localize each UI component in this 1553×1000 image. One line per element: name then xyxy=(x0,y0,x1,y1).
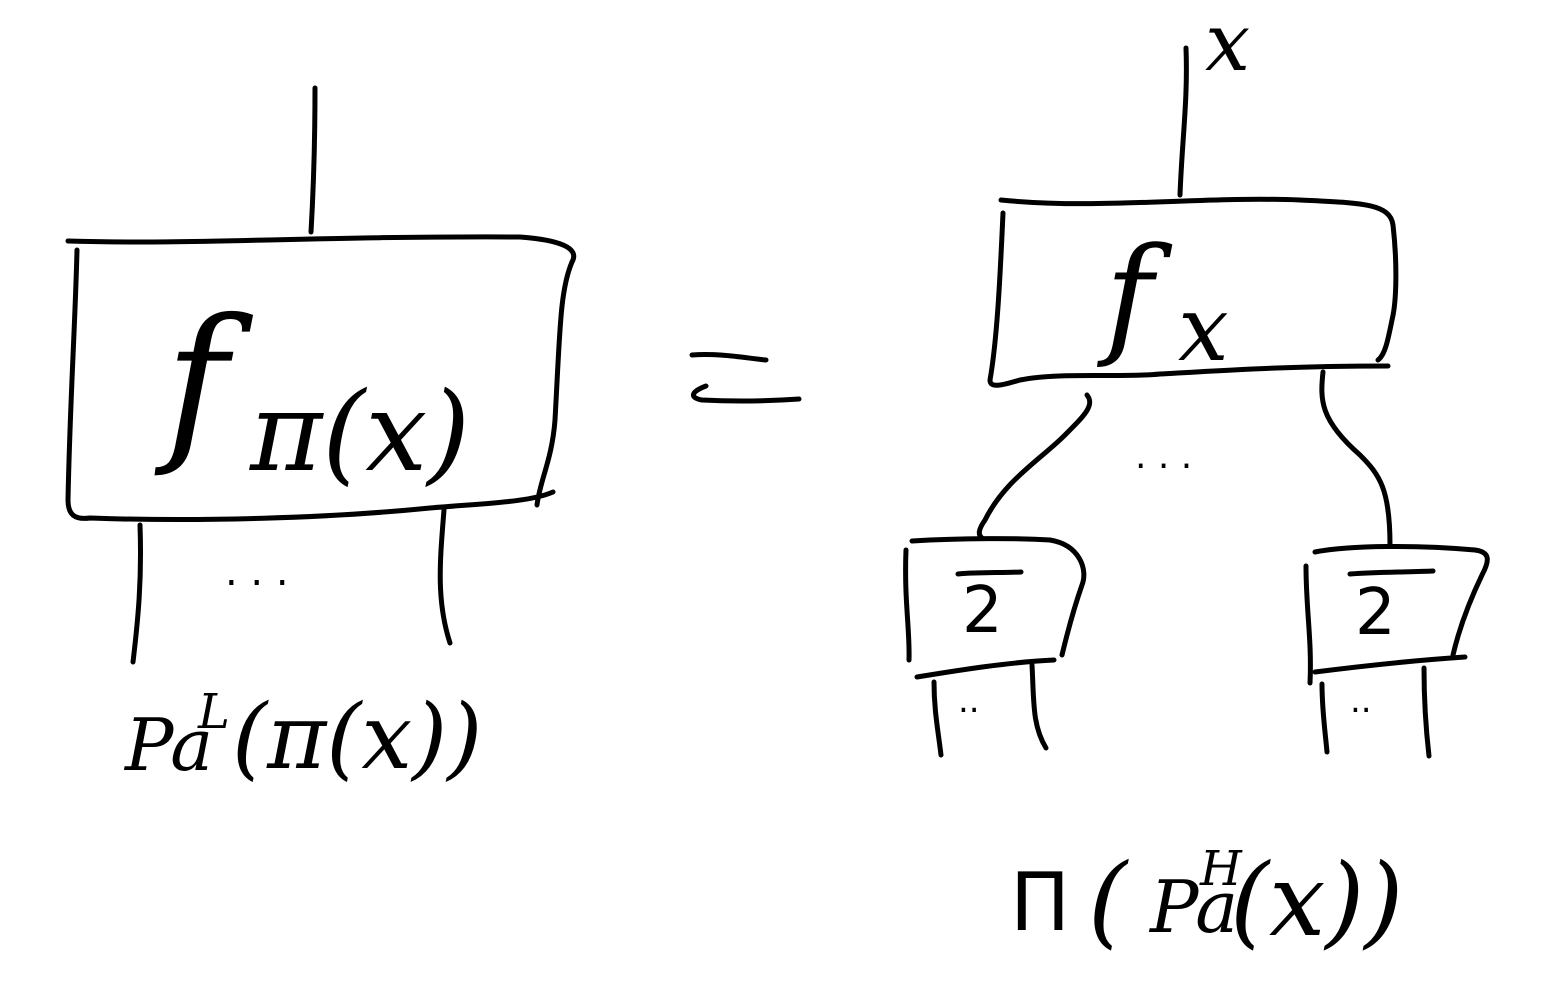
right-main-box xyxy=(987,196,1399,388)
right-subbox-left-wire-1 xyxy=(931,679,944,758)
equals-top-bar xyxy=(689,352,769,363)
right-bottom-label-arg-tail: (x)) xyxy=(1230,842,1403,959)
left-box xyxy=(65,234,577,523)
right-subbox-right-label: 2 xyxy=(1355,576,1396,650)
right-subbox-right-wire-2 xyxy=(1421,665,1432,759)
left-bottom-label-arg: (π(x)) xyxy=(232,685,482,790)
right-output-wire xyxy=(1177,45,1189,198)
right-bottom-label-main: Π xyxy=(1010,856,1070,949)
right-bottom-label-paren: ( xyxy=(1088,842,1129,959)
right-subbox-left-label: 2 xyxy=(962,574,1003,648)
left-diagram: f π(x) . . . Pa L (π(x)) xyxy=(65,85,577,790)
right-output-wire-label: x xyxy=(1205,0,1250,89)
right-wire-left xyxy=(976,392,1093,541)
equals-sign: = xyxy=(689,352,802,404)
right-subbox-left xyxy=(903,536,1087,680)
left-box-label: f xyxy=(154,283,254,481)
right-bottom-label-arg-main: Pa xyxy=(1148,865,1238,949)
left-box-subscript: π(x) xyxy=(249,368,470,496)
equals-bottom-bar xyxy=(691,383,802,404)
right-subbox-left-ellipsis: .. xyxy=(958,681,980,721)
right-wire-right xyxy=(1319,369,1393,548)
left-input-wire-1 xyxy=(130,522,144,665)
right-subbox-left-bar xyxy=(955,569,1024,577)
right-main-box-label: f xyxy=(1097,219,1173,371)
right-subbox-right-bar xyxy=(1347,568,1436,577)
left-bottom-label-superscript: L xyxy=(197,684,230,740)
right-subbox-left-wire-2 xyxy=(1029,662,1049,751)
right-subbox-right-wire-1 xyxy=(1319,681,1330,755)
right-bottom-label-arg-superscript: H xyxy=(1199,841,1243,897)
left-output-wire xyxy=(308,85,318,235)
left-ellipsis: . . . xyxy=(225,549,289,595)
left-bottom-label-main: Pa xyxy=(123,703,213,787)
right-main-box-subscript: x xyxy=(1178,277,1229,382)
right-ellipsis-top: . . . xyxy=(1135,436,1192,477)
right-subbox-right xyxy=(1303,543,1490,686)
right-subbox-right-ellipsis: .. xyxy=(1350,681,1372,721)
left-input-wire-2 xyxy=(437,507,453,646)
right-diagram: x f x . . . 2 .. 2 .. Π ( Pa H (x)) xyxy=(903,0,1490,959)
